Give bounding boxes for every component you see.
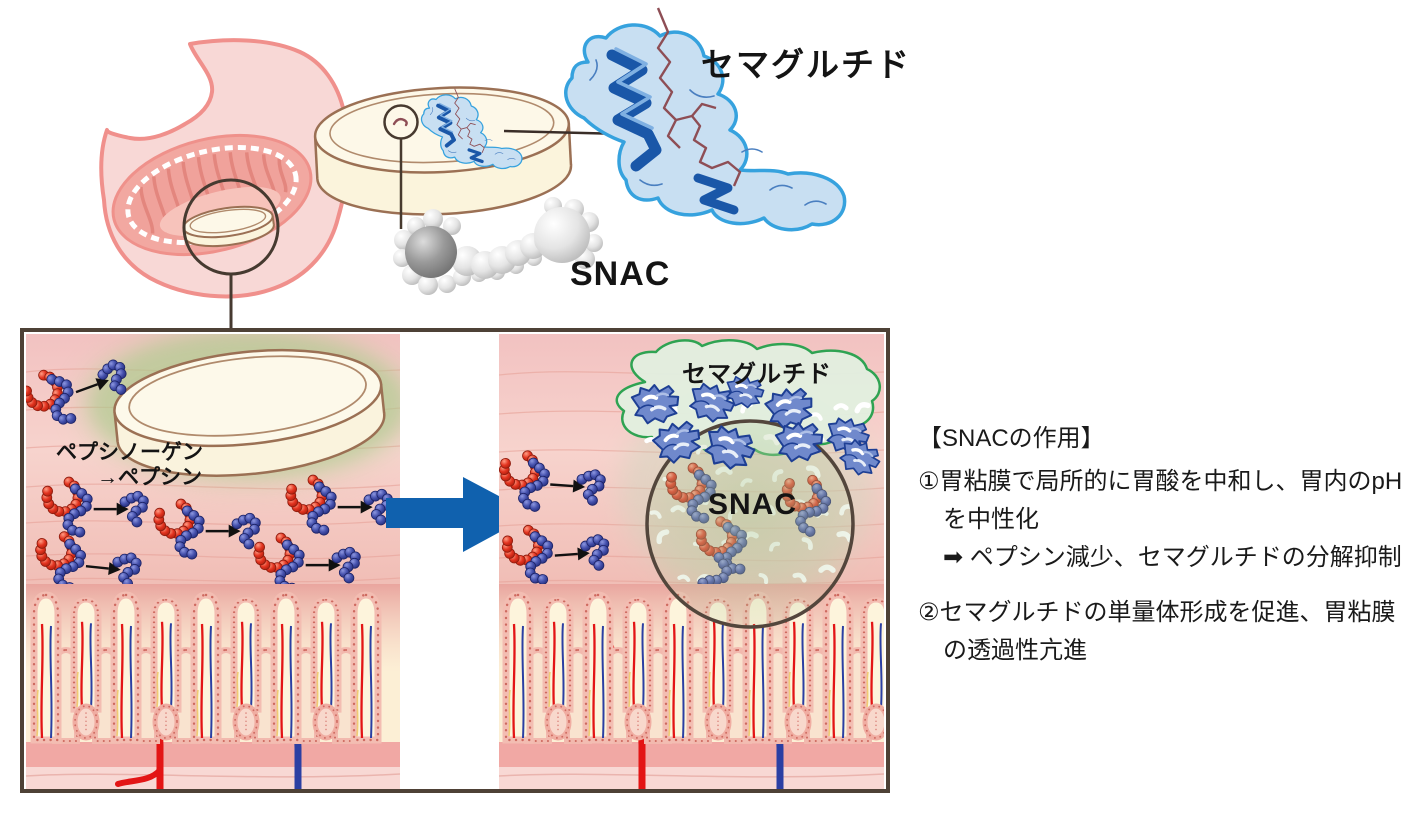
snac-large-dark-sphere — [405, 226, 457, 278]
tablet-illustration — [313, 86, 573, 229]
mucosa-panel-after — [499, 334, 884, 789]
notes-title: 【SNACの作用】 — [918, 425, 1105, 452]
pepsinogen-label-line2: →ペプシン — [97, 466, 202, 489]
semaglutide-blob-label: セマグルチド — [682, 361, 832, 388]
snac-action-notes: 【SNACの作用】 ①胃粘膜で局所的に胃酸を中和し、胃内のpH を中性化 ➡ ペ… — [918, 418, 1408, 670]
snac-large-light-sphere — [534, 207, 590, 263]
snac-callout-circle — [383, 104, 419, 140]
notes-point1-line2: を中性化 — [943, 506, 1039, 533]
notes-point1-line3: ➡ ペプシン減少、セマグルチドの分解抑制 — [943, 544, 1402, 571]
pepsinogen-conversion-groups — [26, 359, 393, 594]
snac-label: SNAC — [570, 255, 671, 293]
notes-point1-line1: ①胃粘膜で局所的に胃酸を中和し、胃内のpH — [918, 468, 1403, 495]
snac-molecule-cluster — [393, 197, 603, 295]
tablet-in-stomach — [182, 205, 275, 248]
transition-arrow — [386, 477, 533, 552]
tablet-on-mucosa — [76, 334, 400, 488]
notes-point2-line2: の透過性亢進 — [943, 637, 1087, 664]
snac-action-circle — [645, 419, 855, 629]
semaglutide-label: セマグルチド — [701, 46, 911, 83]
pepsinogen-label-line1: ペプシノーゲン — [56, 441, 203, 464]
stomach-illustration — [99, 38, 350, 332]
snac-circle-label: SNAC — [708, 488, 798, 521]
mucosa-panel-before — [26, 334, 400, 789]
semaglutide-molecule — [566, 8, 845, 230]
notes-point2-line1: ②セマグルチドの単量体形成を促進、胃粘膜 — [918, 599, 1396, 626]
panel-border — [20, 328, 890, 793]
